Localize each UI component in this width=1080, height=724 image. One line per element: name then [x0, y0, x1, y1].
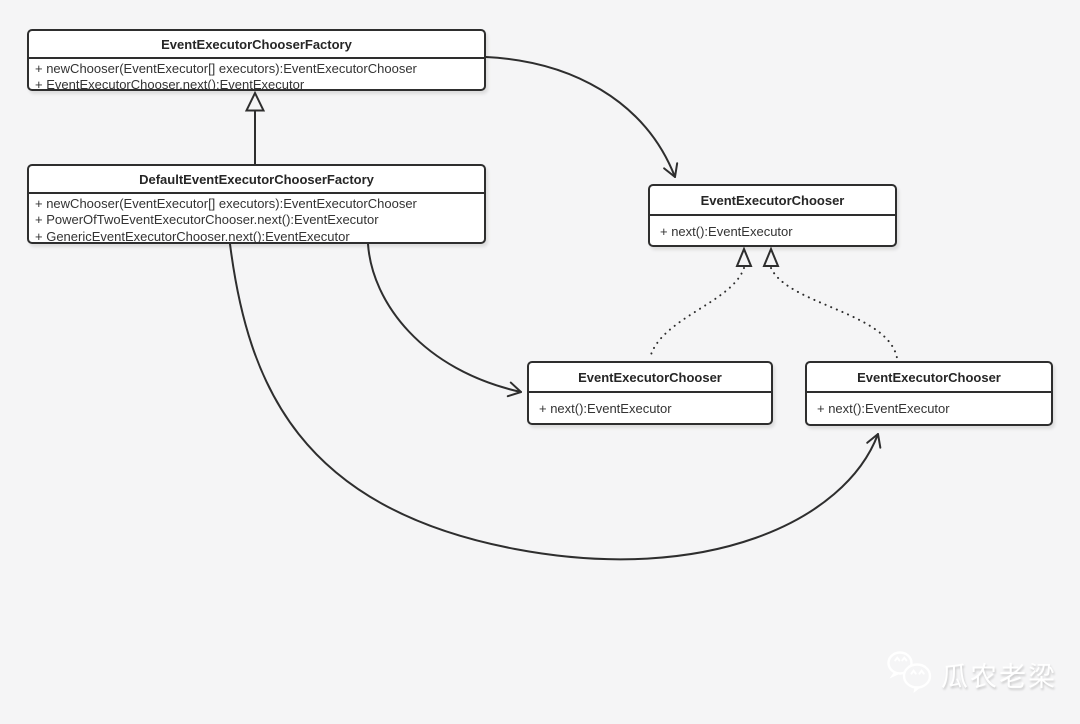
- class-methods: + next():EventExecutor: [529, 393, 771, 417]
- wechat-icon: [886, 650, 934, 699]
- watermark: 瓜农老梁: [886, 650, 1057, 699]
- class-title: EventExecutorChooser: [529, 363, 771, 393]
- association-default-factory-to-left-impl: [367, 243, 522, 398]
- class-method: + newChooser(EventExecutor[] executors):…: [35, 61, 417, 76]
- class-method: + EventExecutorChooser.next():EventExecu…: [35, 77, 305, 91]
- class-title: DefaultEventExecutorChooserFactory: [29, 166, 484, 194]
- class-method: + newChooser(EventExecutor[] executors):…: [35, 196, 417, 211]
- realization-line-right-impl: [770, 267, 898, 359]
- class-method: + next():EventExecutor: [539, 401, 672, 416]
- generalization-triangle-default-to-factory: [244, 90, 266, 112]
- class-method: + next():EventExecutor: [817, 401, 950, 416]
- class-methods: + next():EventExecutor: [807, 393, 1051, 417]
- class-box-event-executor-chooser-interface: EventExecutorChooser + next():EventExecu…: [648, 184, 897, 247]
- class-title: EventExecutorChooser: [650, 186, 895, 216]
- class-box-default-event-executor-chooser-factory: DefaultEventExecutorChooserFactory + new…: [27, 164, 486, 244]
- realization-triangle-left-impl: [735, 246, 753, 267]
- class-method: + GenericEventExecutorChooser.next():Eve…: [35, 228, 350, 244]
- class-method: + PowerOfTwoEventExecutorChooser.next():…: [35, 212, 379, 228]
- class-methods: + newChooser(EventExecutor[] executors):…: [29, 59, 484, 91]
- class-method: + next():EventExecutor: [660, 224, 793, 239]
- class-title: EventExecutorChooserFactory: [29, 31, 484, 59]
- realization-line-left-impl: [649, 267, 745, 359]
- class-box-event-executor-chooser-impl-right: EventExecutorChooser + next():EventExecu…: [805, 361, 1053, 426]
- class-methods: + next():EventExecutor: [650, 216, 895, 240]
- class-title: EventExecutorChooser: [807, 363, 1051, 393]
- class-methods: + newChooser(EventExecutor[] executors):…: [29, 194, 484, 244]
- class-box-event-executor-chooser-impl-left: EventExecutorChooser + next():EventExecu…: [527, 361, 773, 425]
- watermark-text: 瓜农老梁: [941, 662, 1057, 693]
- association-factory-to-chooser-interface: [485, 56, 679, 178]
- class-box-event-executor-chooser-factory: EventExecutorChooserFactory + newChooser…: [27, 29, 486, 91]
- realization-triangle-right-impl: [762, 246, 780, 267]
